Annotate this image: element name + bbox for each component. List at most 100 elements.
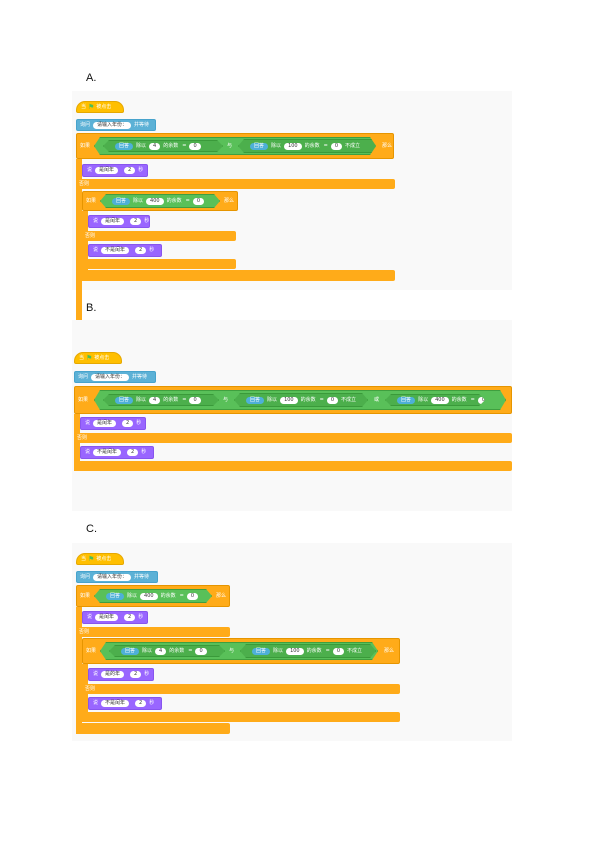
divisor-input[interactable]: 400 (431, 397, 449, 404)
eq-operator[interactable]: 回答 除以 400 的余数 = 0 (385, 394, 485, 406)
message-input[interactable]: 是闰年 (95, 614, 119, 621)
when-flag-clicked-block[interactable]: 当 ⚑ 被点击 (76, 101, 124, 113)
say-for-secs-block[interactable]: 说 不是闰年 2 秒 (88, 244, 162, 257)
secs-text: 秒 (136, 420, 142, 426)
answer-reporter[interactable]: 回答 (250, 143, 268, 150)
message-input[interactable]: 是闰年 (95, 167, 119, 174)
value-input[interactable]: 0 (193, 198, 204, 205)
and-operator[interactable]: 回答 除以 4 的余数 = 0 与 回答 除以 100 的余数 = 0 不成立 (100, 642, 378, 660)
and-text: 与 (223, 396, 229, 403)
answer-reporter[interactable]: 回答 (252, 648, 270, 655)
answer-reporter[interactable]: 回答 (246, 397, 264, 404)
message-input[interactable]: 不是闰年 (93, 449, 122, 456)
secs-input[interactable]: 2 (124, 614, 136, 621)
inner-if-else-block[interactable]: 如果 回答 除以 400 的余数 = 0 那么 (82, 191, 238, 211)
value-input[interactable]: 0 (478, 397, 489, 404)
say-for-secs-block[interactable]: 说 不是闰年 2 秒 (88, 697, 162, 710)
message-input[interactable]: 不是闰年 (101, 700, 130, 707)
divisor-input[interactable]: 400 (140, 593, 158, 600)
divisor-input[interactable]: 4 (155, 648, 166, 655)
answer-reporter[interactable]: 回答 (115, 143, 133, 150)
secs-text: 秒 (138, 614, 144, 620)
else-text: 否则 (77, 434, 88, 441)
not-operator[interactable]: 回答 除以 100 的余数 = 0 不成立 (234, 393, 368, 407)
say-for-secs-block[interactable]: 说 不是闰年 2 秒 (80, 446, 154, 459)
ask-prompt-input[interactable]: 请输入年份： (91, 373, 130, 381)
answer-reporter[interactable]: 回答 (106, 593, 124, 600)
message-input[interactable]: 是的年 (101, 671, 125, 678)
say-for-secs-block[interactable]: 说 是闰年 2 秒 (80, 417, 146, 430)
say-for-secs-block[interactable]: 说 是的年 2 秒 (88, 668, 154, 681)
inner-if-else-block[interactable]: 如果 回答 除以 4 的余数 = 0 与 回答 除以 100 的余数 = 0 不… (82, 638, 400, 664)
not-hold-text: 不成立 (347, 647, 363, 654)
not-operator[interactable]: 回答 除以 100 的余数 = 0 不成立 (240, 644, 376, 658)
answer-reporter[interactable]: 回答 (121, 648, 139, 655)
eq-text: = (325, 647, 330, 654)
say-for-secs-block[interactable]: 说 是闰年 2 秒 (82, 611, 148, 624)
say-for-secs-block[interactable]: 说 是闰年 2 秒 (82, 164, 148, 177)
ask-and-wait-block[interactable]: 询问 请输入年份： 并等待 (76, 119, 156, 131)
eq-operator[interactable]: 回答 除以 400 的余数 = 0 (94, 589, 212, 603)
remainder-text: 的余数 (166, 197, 182, 204)
or-text: 或 (374, 396, 380, 403)
eq-operator[interactable]: 回答 除以 4 的余数 = 0 (103, 394, 219, 406)
secs-input[interactable]: 2 (135, 247, 147, 254)
eq-operator[interactable]: 回答 除以 4 的余数 = 0 (109, 645, 225, 657)
eq-operator[interactable]: 回答 除以 400 的余数 = 0 (100, 194, 220, 208)
say-for-secs-block[interactable]: 说 是闰年 2 秒 (88, 215, 150, 228)
divisor-input[interactable]: 100 (280, 397, 298, 404)
then-text: 那么 (224, 197, 235, 204)
if-else-block[interactable]: 如果 回答 除以 400 的余数 = 0 那么 (76, 585, 230, 607)
divisor-input[interactable]: 100 (284, 143, 302, 150)
value-input[interactable]: 0 (333, 648, 344, 655)
secs-input[interactable]: 2 (130, 671, 142, 678)
when-flag-clicked-block[interactable]: 当 ⚑ 被点击 (76, 553, 124, 565)
if-else-block[interactable]: 如果 回答 除以 4 的余数 = 0 与 回答 除以 100 的余数 = 0 不… (74, 386, 512, 414)
value-input[interactable]: 0 (195, 648, 206, 655)
not-operator[interactable]: 回答 除以 100 的余数 = 0 不成立 (238, 139, 378, 153)
answer-reporter[interactable]: 回答 (397, 397, 415, 404)
secs-input[interactable]: 2 (130, 218, 142, 225)
ask-prompt-input[interactable]: 请输入年份： (93, 573, 132, 581)
divisor-input[interactable]: 4 (149, 397, 160, 404)
divisor-input[interactable]: 400 (146, 198, 164, 205)
message-input[interactable]: 是闰年 (101, 218, 125, 225)
message-input[interactable]: 是闰年 (93, 420, 117, 427)
value-input[interactable]: 0 (331, 143, 342, 150)
eq-text: = (182, 142, 187, 149)
if-text: 如果 (80, 592, 91, 599)
ask-and-wait-block[interactable]: 询问 请输入年份： 并等待 (76, 571, 158, 583)
secs-input[interactable]: 2 (122, 420, 134, 427)
mod-text: 除以 (133, 197, 144, 204)
inner-if-spine (82, 211, 88, 271)
value-input[interactable]: 0 (189, 397, 200, 404)
value-input[interactable]: 0 (187, 593, 198, 600)
say-text: 说 (87, 614, 93, 620)
divisor-input[interactable]: 4 (149, 143, 160, 150)
and-wait-text: 并等待 (134, 573, 150, 580)
secs-input[interactable]: 2 (135, 700, 147, 707)
value-input[interactable]: 0 (189, 143, 200, 150)
ask-and-wait-block[interactable]: 询问 请输入年份： 并等待 (74, 371, 156, 383)
message-input[interactable]: 不是闰年 (101, 247, 130, 254)
eq-text: = (185, 197, 190, 204)
ask-prompt-input[interactable]: 请输入年份： (93, 121, 132, 129)
if-else-end (76, 723, 230, 734)
secs-input[interactable]: 2 (124, 167, 136, 174)
value-input[interactable]: 0 (327, 397, 338, 404)
divisor-input[interactable]: 100 (286, 648, 304, 655)
and-operator[interactable]: 回答 除以 4 的余数 = 0 与 回答 除以 100 的余数 = 0 不成立 (94, 137, 376, 155)
secs-text: 秒 (141, 449, 147, 455)
if-else-block[interactable]: 如果 回答 除以 4 的余数 = 0 与 回答 除以 100 的余数 = 0 不… (76, 133, 394, 159)
mod-text: 除以 (127, 592, 138, 599)
eq-operator[interactable]: 回答 除以 4 的余数 = 0 (103, 140, 223, 152)
green-flag-icon: ⚑ (86, 353, 93, 362)
else-text: 否则 (79, 180, 90, 187)
or-operator[interactable]: 回答 除以 4 的余数 = 0 与 回答 除以 100 的余数 = 0 不成立 … (94, 390, 506, 410)
when-flag-clicked-block[interactable]: 当 ⚑ 被点击 (74, 352, 122, 364)
if-text: 如果 (86, 197, 97, 204)
secs-input[interactable]: 2 (127, 449, 139, 456)
if-else-end (74, 461, 512, 471)
answer-reporter[interactable]: 回答 (115, 397, 133, 404)
answer-reporter[interactable]: 回答 (112, 198, 130, 205)
